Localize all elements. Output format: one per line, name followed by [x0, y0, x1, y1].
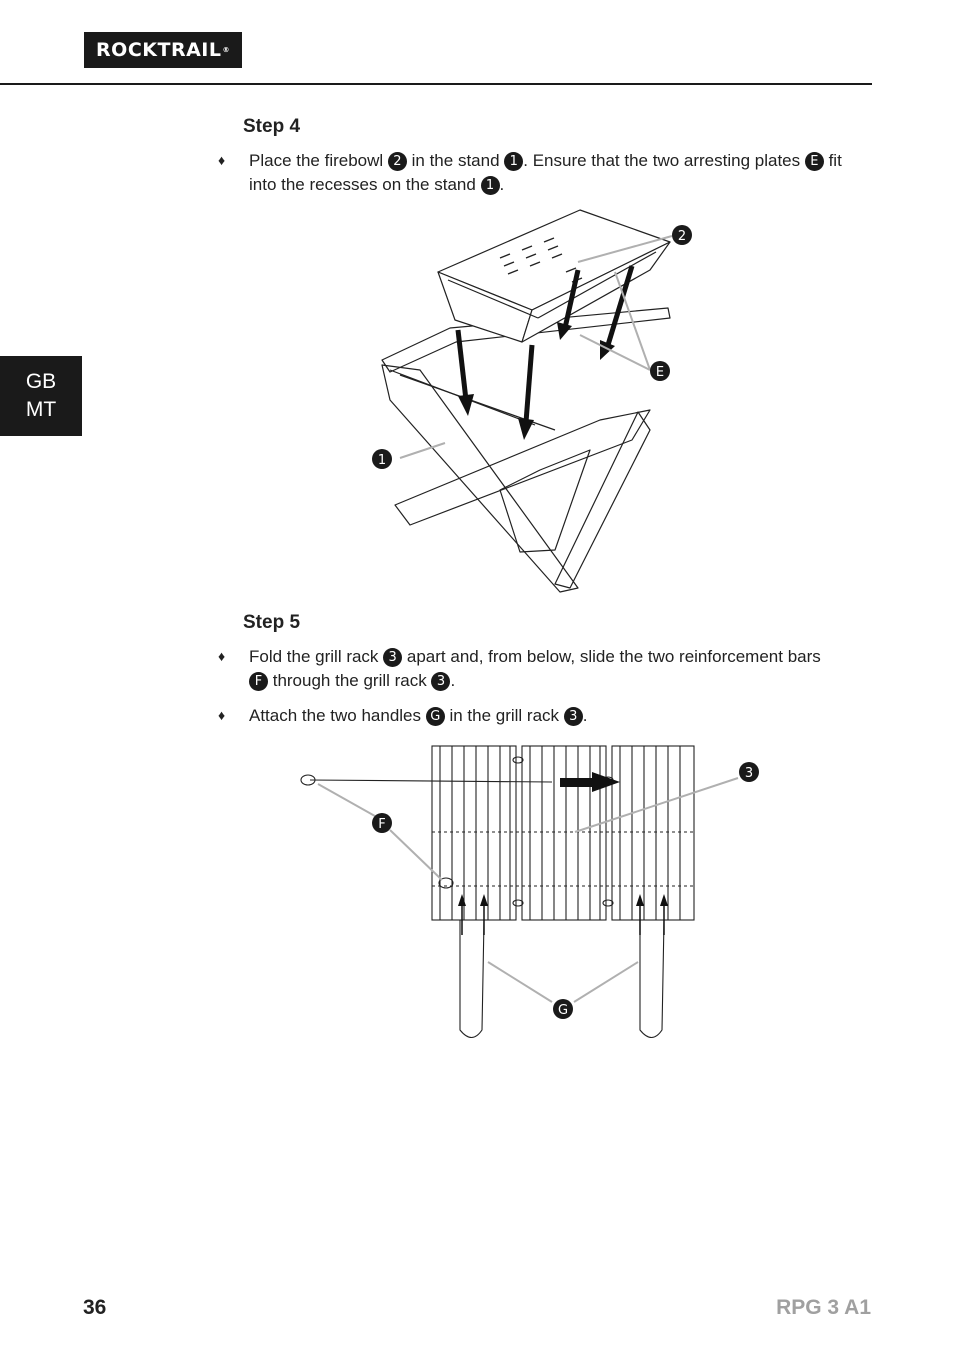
callout-e: E [656, 365, 664, 380]
callout-f: F [378, 817, 385, 832]
stand-top-frame [381, 307, 671, 373]
reinforcement-bar [309, 779, 553, 783]
callout-badge: E [804, 152, 824, 171]
callout-lines [399, 235, 673, 459]
callout-3: 3 [745, 766, 753, 781]
page-number: 36 [83, 1296, 107, 1319]
language-tab: GB MT [0, 356, 82, 436]
rack-hinge [512, 899, 524, 907]
reinforcement-bar-loop [438, 877, 454, 889]
slide-arrow [560, 772, 620, 792]
callout-badge: F [249, 672, 268, 691]
rack-wires [439, 746, 681, 920]
rack-cross-wires [432, 831, 694, 887]
step5-instruction-2: Attach the two handles G in the grill ra… [249, 706, 588, 726]
step5-instruction-1: Fold the grill rack 3 apart and, from be… [249, 647, 821, 691]
registered-mark: ® [222, 46, 230, 54]
firebowl-inner-edge [447, 279, 539, 319]
figure-grill-rack-assembly: 3 F G [300, 745, 759, 1039]
bullet-icon: ♦ [218, 707, 226, 723]
callout-badge: G [425, 707, 445, 726]
callout-badge: 3 [383, 648, 403, 667]
figure1-callouts: 2 E 1 [372, 225, 692, 469]
callout-badge: 3 [563, 707, 583, 726]
handle-right [639, 919, 665, 1039]
figure-firebowl-assembly: 2 E 1 [372, 209, 692, 593]
brand-logo: ROCKTRAIL® [84, 32, 242, 68]
firebowl-inner-edge [537, 251, 657, 319]
arrowheads [458, 322, 615, 440]
figure2-callouts: 3 F G [372, 762, 759, 1019]
bullet-icon: ♦ [218, 648, 226, 664]
rack-hinge [512, 756, 524, 764]
language-mt: MT [25, 398, 57, 421]
handle-arrows [461, 900, 665, 935]
callout-2: 2 [678, 229, 686, 244]
stand-cutout [499, 449, 591, 553]
language-gb: GB [25, 370, 57, 393]
placement-arrows [455, 265, 635, 423]
reinforcement-bar-loop [300, 774, 316, 786]
rack-hinge [602, 899, 614, 907]
stand-leg-a [381, 364, 579, 593]
step4-instruction: Place the firebowl 2 in the stand 1. Ens… [249, 151, 842, 195]
callout-badge: 2 [387, 152, 407, 171]
callout-lines [317, 777, 739, 1003]
bullet-icon: ♦ [218, 152, 226, 168]
step4-heading: Step 4 [243, 116, 301, 137]
callout-badge: 1 [480, 176, 500, 195]
callout-badge: 3 [431, 672, 451, 691]
header-rule [0, 83, 872, 85]
handle-left [459, 919, 485, 1039]
grill-rack [300, 745, 695, 1039]
stand-leg-b [554, 411, 651, 589]
step5-heading: Step 5 [243, 612, 301, 633]
callout-badge: 1 [504, 152, 524, 171]
stand-base-plate [394, 409, 651, 526]
model-number: RPG 3 A1 [776, 1296, 871, 1319]
callout-g: G [558, 1003, 568, 1018]
handle-arrowheads [458, 894, 668, 906]
callout-1: 1 [378, 453, 386, 468]
brand-name: ROCKTRAIL [96, 39, 222, 61]
